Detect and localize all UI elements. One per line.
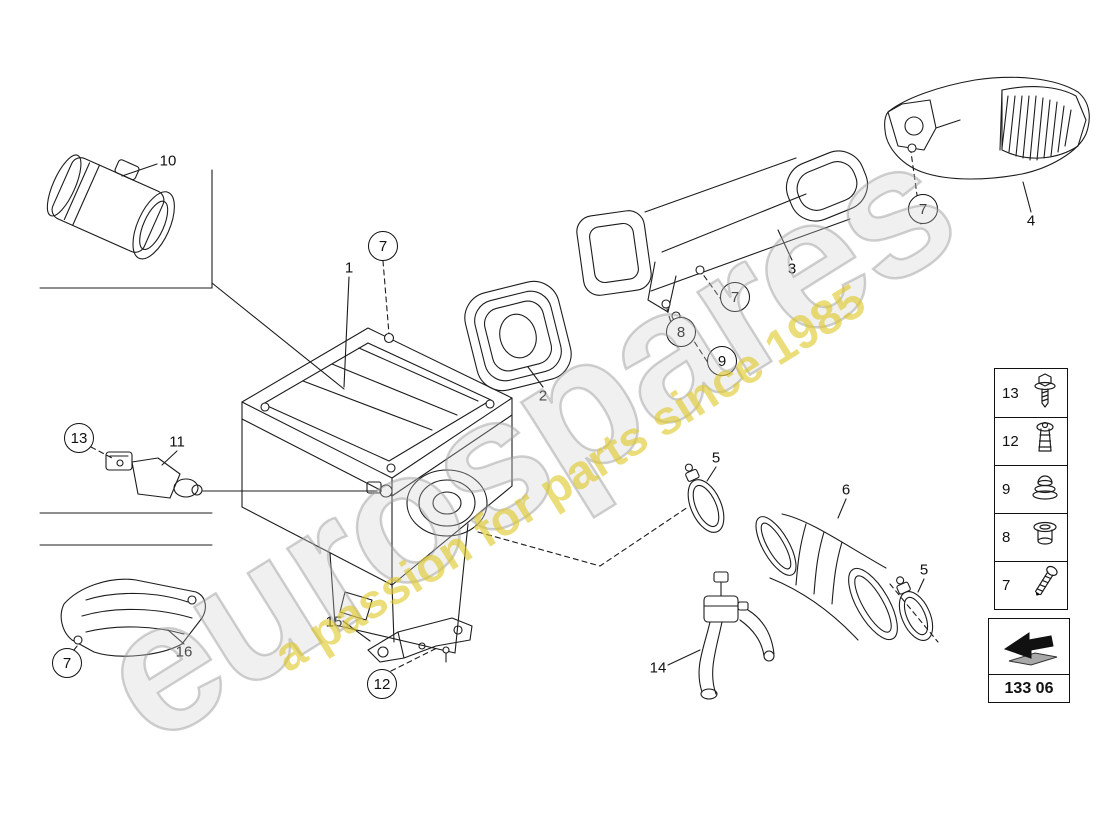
callout-1: 1: [344, 259, 354, 277]
callout-4: 4: [1026, 212, 1036, 230]
part-2-bellows: [464, 280, 572, 392]
callout-7-intake: 7: [908, 194, 938, 224]
legend-item-9: 9: [995, 465, 1067, 513]
legend-item-13: 13: [995, 369, 1067, 417]
legend-item-12: 12: [995, 417, 1067, 465]
callout-7-cover: 7: [52, 648, 82, 678]
legend-number: 12: [1002, 433, 1019, 450]
callout-10: 10: [159, 152, 177, 170]
bolt-icon: [1030, 563, 1060, 608]
callout-2: 2: [538, 387, 548, 405]
legend-number: 7: [1002, 577, 1011, 594]
part-5-hose-clamp-upper: [684, 463, 725, 533]
part-6-intake-hose: [755, 513, 898, 641]
callout-5-lower: 5: [919, 561, 929, 579]
part-16-cover: [60, 578, 206, 657]
callout-13: 13: [64, 423, 94, 453]
callout-16: 16: [175, 643, 193, 661]
callout-7-duct: 7: [720, 282, 750, 312]
legend-number: 13: [1002, 384, 1019, 402]
fastener-legend: 13 12: [994, 368, 1068, 610]
grommet-icon: [1030, 515, 1060, 560]
part-5-hose-clamp-lower: [896, 576, 934, 641]
direction-arrow-icon: [989, 619, 1069, 675]
part-14-vent-hose: [698, 571, 775, 700]
callout-15: 15: [325, 613, 343, 631]
legend-number: 9: [1002, 481, 1011, 498]
part-15-bracket: [367, 617, 473, 663]
callout-5-upper: 5: [711, 449, 721, 467]
callout-12: 12: [367, 669, 397, 699]
washer-icon: [1030, 467, 1060, 512]
screw-icon: [1030, 371, 1060, 416]
assembly-axis-lines: [73, 151, 939, 672]
callout-11: 11: [169, 433, 185, 451]
callout-8: 8: [666, 317, 696, 347]
callout-7-lid: 7: [368, 231, 398, 261]
part-group-code: 133 06: [1004, 679, 1054, 697]
callout-14: 14: [649, 659, 667, 677]
rivet-icon: [1030, 419, 1060, 464]
part-10-air-flow-meter: [46, 154, 175, 260]
part-4-intake-duct: [884, 76, 1090, 180]
leader-lines: [39, 163, 1032, 666]
legend-item-8: 8: [995, 513, 1067, 561]
callout-6: 6: [841, 481, 851, 499]
legend-item-7: 7: [995, 561, 1067, 609]
part-group-box: 133 06: [988, 618, 1070, 703]
legend-number: 8: [1002, 529, 1011, 546]
callout-3: 3: [787, 260, 797, 278]
callout-9: 9: [707, 346, 737, 376]
part-3-air-duct: [576, 150, 869, 321]
part-1-air-cleaner-housing: [241, 327, 513, 654]
part-11-sensor: [105, 451, 203, 499]
